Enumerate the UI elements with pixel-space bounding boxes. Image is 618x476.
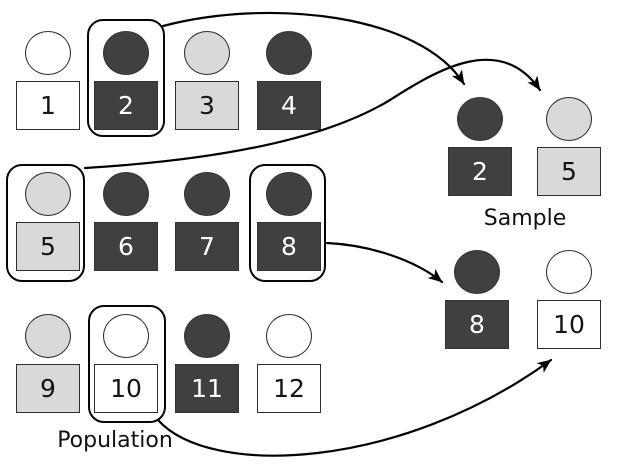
person-head-circle	[266, 172, 312, 216]
member-number: 4	[281, 91, 297, 120]
person-head-circle	[184, 31, 230, 75]
person-head-circle	[103, 314, 149, 358]
population-label: Population	[57, 428, 173, 453]
selection-outline-member-5	[6, 164, 85, 282]
person-body-rect: 5	[16, 222, 80, 271]
person-body-rect: 1	[16, 81, 80, 130]
person-head-circle	[103, 172, 149, 216]
person-body-rect: 4	[257, 81, 321, 130]
sample-member-8: 8	[445, 250, 509, 350]
person-body-rect: 2	[94, 81, 158, 130]
person-body-rect: 7	[175, 222, 239, 271]
person-head-circle	[266, 31, 312, 75]
person-head-circle	[184, 314, 230, 358]
person-body-rect: 11	[175, 364, 239, 413]
member-number: 2	[118, 91, 134, 120]
member-number: 8	[469, 310, 485, 339]
member-number: 9	[40, 374, 56, 403]
sample-member-2: 2	[448, 97, 512, 197]
member-number: 7	[199, 232, 215, 261]
person-head-circle	[25, 314, 71, 358]
person-head-circle	[25, 31, 71, 75]
person-head-circle	[457, 97, 503, 141]
member-number: 10	[110, 374, 142, 403]
population-member-4: 4	[257, 31, 321, 131]
population-member-12: 12	[257, 314, 321, 414]
member-number: 6	[118, 232, 134, 261]
person-body-rect: 9	[16, 364, 80, 413]
sample-label: Sample	[483, 206, 567, 231]
member-number: 12	[273, 374, 305, 403]
member-number: 5	[40, 232, 56, 261]
member-number: 5	[561, 157, 577, 186]
sample-member-10: 10	[537, 250, 601, 350]
person-body-rect: 5	[537, 147, 601, 196]
population-member-8: 8	[257, 172, 321, 272]
population-member-3: 3	[175, 31, 239, 131]
member-number: 3	[199, 91, 215, 120]
person-body-rect: 10	[94, 364, 158, 413]
population-member-7: 7	[175, 172, 239, 272]
population-member-2: 2	[94, 31, 158, 131]
population-member-5: 5	[16, 172, 80, 272]
person-head-circle	[25, 172, 71, 216]
person-head-circle	[546, 97, 592, 141]
person-body-rect: 8	[257, 222, 321, 271]
person-body-rect: 6	[94, 222, 158, 271]
member-number: 11	[191, 374, 223, 403]
population-member-1: 1	[16, 31, 80, 131]
person-body-rect: 10	[537, 300, 601, 349]
population-member-11: 11	[175, 314, 239, 414]
person-head-circle	[103, 31, 149, 75]
member-number: 10	[553, 310, 585, 339]
arrow-population8-to-sample8	[325, 241, 444, 284]
person-head-circle	[266, 314, 312, 358]
person-body-rect: 3	[175, 81, 239, 130]
member-number: 2	[472, 157, 488, 186]
population-member-10: 10	[94, 314, 158, 414]
member-number: 1	[40, 91, 56, 120]
person-head-circle	[454, 250, 500, 294]
member-number: 8	[281, 232, 297, 261]
person-head-circle	[546, 250, 592, 294]
person-body-rect: 2	[448, 147, 512, 196]
population-member-6: 6	[94, 172, 158, 272]
person-body-rect: 8	[445, 300, 509, 349]
population-member-9: 9	[16, 314, 80, 414]
person-head-circle	[184, 172, 230, 216]
person-body-rect: 12	[257, 364, 321, 413]
sample-member-5: 5	[537, 97, 601, 197]
